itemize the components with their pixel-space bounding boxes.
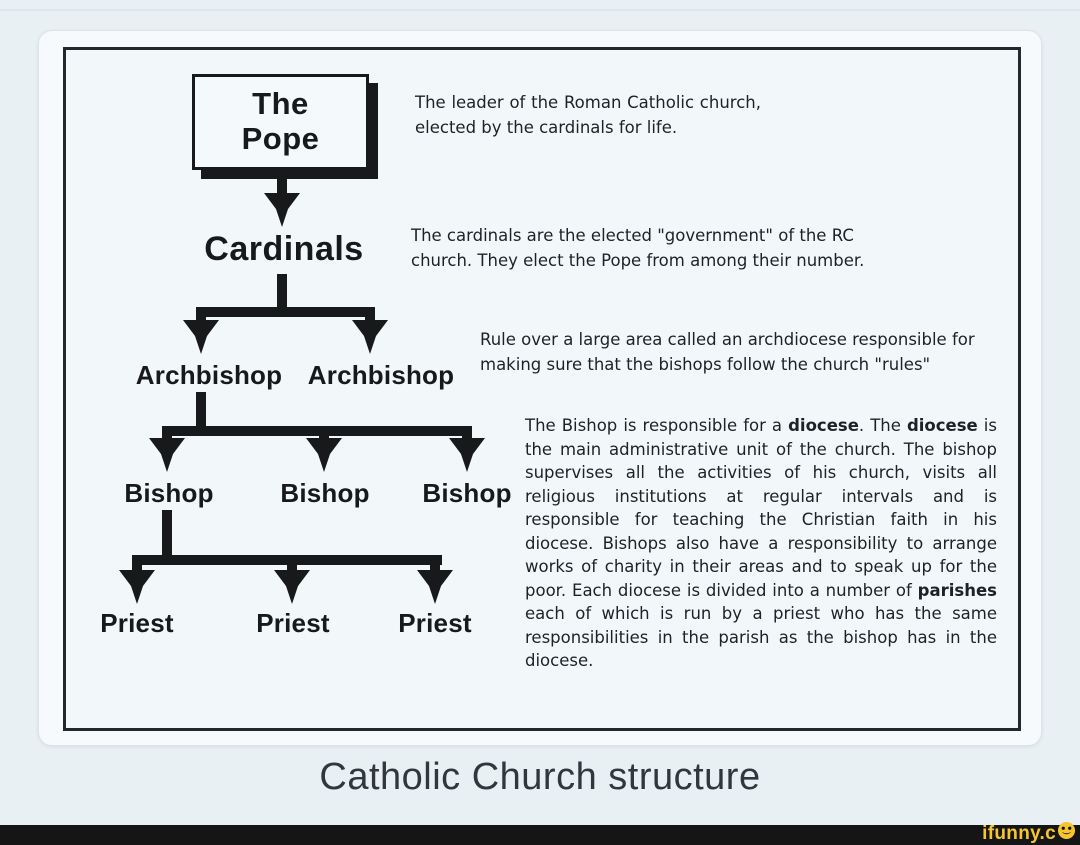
node-priest-3: Priest: [398, 608, 472, 638]
node-pope-label: The Pope: [241, 86, 320, 156]
diagram-frame: The Pope Cardinals Archbishop Archbishop…: [63, 47, 1021, 731]
node-cardinals: Cardinals: [204, 230, 364, 268]
node-archbishop-2: Archbishop: [307, 360, 455, 390]
watermark: ifunny.c: [982, 821, 1076, 845]
description-archbishop: Rule over a large area called an archdio…: [480, 330, 975, 374]
node-bishop-2: Bishop: [280, 478, 370, 508]
footer-bar: [0, 825, 1080, 845]
node-priest-2: Priest: [256, 608, 330, 638]
node-archbishop-1: Archbishop: [135, 360, 283, 390]
image-caption: Catholic Church structure: [319, 756, 761, 798]
description-bishop: The Bishop is responsible for a diocese.…: [525, 416, 997, 670]
diagram-card: The Pope Cardinals Archbishop Archbishop…: [38, 30, 1042, 746]
smiley-icon: [1057, 821, 1076, 845]
node-bishop-1: Bishop: [124, 478, 214, 508]
watermark-text: ifunny.c: [982, 822, 1056, 844]
top-divider-line: [0, 9, 1080, 11]
node-priest-1: Priest: [100, 608, 174, 638]
hierarchy-connector-arrows: [119, 165, 485, 604]
description-cardinals: The cardinals are the elected "governmen…: [411, 226, 865, 270]
description-pope: The leader of the Roman Catholic church,…: [415, 93, 761, 137]
node-bishop-3: Bishop: [422, 478, 512, 508]
node-pope: The Pope: [192, 74, 369, 170]
